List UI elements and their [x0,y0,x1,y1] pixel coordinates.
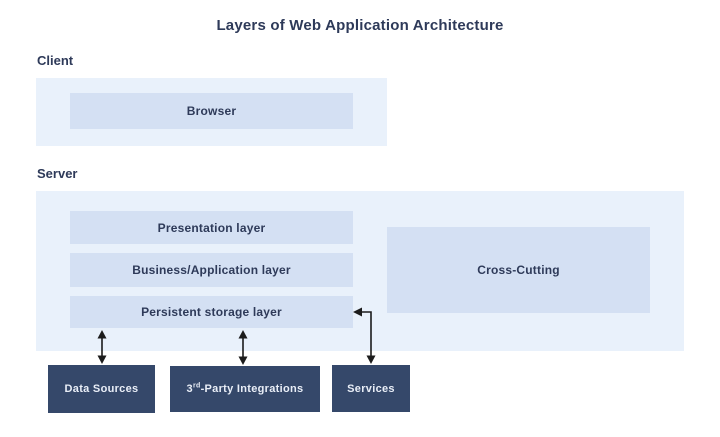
persistent-storage-layer-label: Persistent storage layer [141,305,282,319]
server-section-label: Server [37,166,78,181]
browser-label: Browser [186,104,237,118]
third-party-integrations-box: 3rd-Party Integrations [170,366,320,412]
services-box: Services [332,365,410,412]
cross-cutting-box: Cross-Cutting [387,227,650,313]
business-application-layer-label: Business/Application layer [132,263,291,277]
presentation-layer-label: Presentation layer [157,220,266,235]
diagram-title: Layers of Web Application Architecture [216,17,504,34]
presentation-layer-box: Presentation layer [70,211,353,244]
persistent-storage-layer-box: Persistent storage layer [70,296,353,328]
third-party-integrations-label: 3rd-Party Integrations [186,382,304,395]
data-sources-box: Data Sources [48,365,155,413]
business-application-layer-box: Business/Application layer [70,253,353,287]
client-section-label: Client [37,53,74,68]
browser-box: Browser [70,93,353,129]
data-sources-label: Data Sources [64,383,139,395]
cross-cutting-label: Cross-Cutting [477,263,560,277]
services-label: Services [347,382,395,395]
